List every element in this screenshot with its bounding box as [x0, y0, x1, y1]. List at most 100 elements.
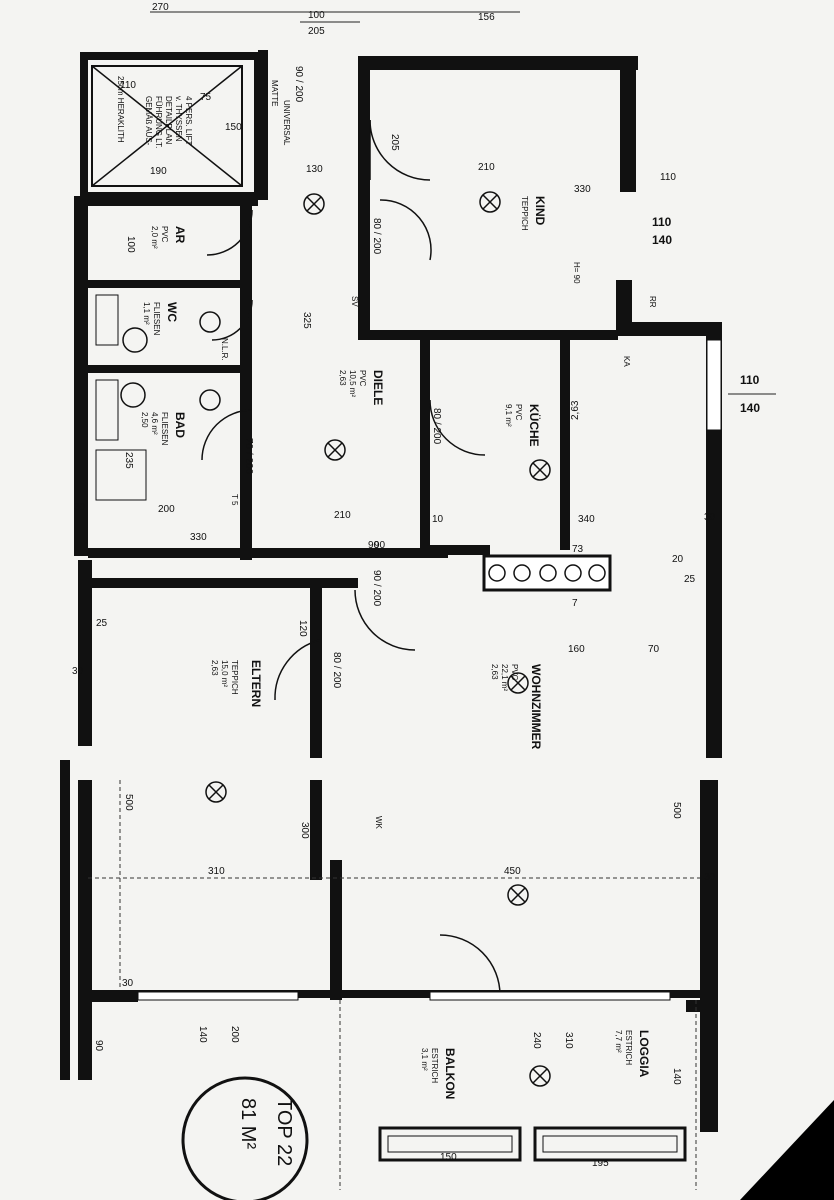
door-label-3: 80 / 200 — [431, 408, 442, 445]
side-dim-110: 110 — [740, 373, 760, 387]
room-wohnzimmer-h: 2,63 — [490, 664, 499, 680]
room-bad-name: BAD — [173, 412, 187, 438]
balkon-dim-140: 140 — [197, 1026, 208, 1043]
shaft-dim-110: 110 — [120, 80, 136, 91]
shaft-note-2: GEMÄß AUS- — [144, 96, 153, 146]
misc-dim-30d: 30 — [704, 512, 716, 523]
wohn-dim-500: 500 — [671, 802, 682, 819]
unit-badge-area: 81 M² — [237, 1098, 259, 1149]
shaft-note-1: 25cm HERAKLITH — [116, 76, 125, 143]
exterior-walls — [74, 56, 722, 1132]
room-wc-area: 1,1 m² — [142, 302, 151, 325]
kind-dim-140: 140 — [652, 233, 672, 247]
label-ts: T 5 — [230, 494, 239, 506]
kuche-dim-340: 340 — [578, 514, 595, 525]
label-universal: UNIVERSAL — [282, 100, 291, 146]
room-wohnzimmer-floor: PVC — [510, 664, 519, 681]
balkon-dim-195: 195 — [592, 1158, 609, 1169]
label-wk: WK — [374, 816, 383, 830]
misc-dim-90: 90 — [374, 540, 386, 551]
shaft-dim-75: 75 — [200, 92, 212, 103]
room-wc-name: WC — [165, 302, 179, 322]
sanitary — [95, 294, 221, 501]
kind-dim-110b: 110 — [652, 215, 672, 229]
room-bad-area: 4,6 m² — [150, 412, 159, 435]
room-kind-h: H= 90 — [572, 262, 581, 284]
room-bad: BAD FLIESEN 4,6 m² 2,50 — [140, 412, 187, 446]
shaft-dim-190: 190 — [150, 166, 167, 177]
left-exterior-bottom — [60, 760, 70, 1080]
room-eltern: ELTERN TEPPICH 15,0 m² 2,63 — [210, 660, 263, 707]
eltern-dim-300: 300 — [299, 822, 310, 839]
balkon-dim-200: 200 — [229, 1026, 240, 1043]
shaft-note-4: DETAILPLAN — [164, 96, 173, 145]
eltern-dim-310: 310 — [208, 866, 225, 877]
windows — [137, 339, 722, 1162]
top-dim-156: 156 — [478, 12, 495, 23]
room-kind-floor: TEPPICH — [520, 196, 529, 231]
bad-dim-330: 330 — [190, 532, 207, 543]
misc-dim-30e: 30 — [704, 872, 716, 883]
misc-dim-30c: 30 — [122, 978, 134, 989]
kind-dim-110: 110 — [660, 172, 676, 183]
top-dim-205: 205 — [308, 26, 325, 37]
loggia-dim-240: 240 — [531, 1032, 542, 1049]
door-label-5: 80 / 200 — [331, 652, 342, 689]
room-kind: KIND TEPPICH — [520, 196, 547, 231]
room-loggia: LOGGIA ESTRICH 7,7 m² — [614, 1030, 651, 1078]
misc-dim-30b: 30 — [72, 666, 84, 677]
room-diele-h: 2,63 — [338, 370, 347, 386]
top-dim-100: 100 — [308, 10, 325, 21]
kuche-dim-10: 10 — [432, 514, 444, 525]
kind-dim-210: 210 — [478, 162, 495, 173]
room-eltern-area: 15,0 m² — [220, 660, 229, 687]
room-diele-name: DIELE — [371, 370, 385, 405]
room-kuche-h: 2,63 — [570, 400, 581, 420]
door-label-6: 90 — [368, 540, 380, 551]
label-ka: KA — [622, 356, 631, 367]
dashed-lines — [88, 780, 700, 1190]
kuche-dim-25: 25 — [684, 574, 696, 585]
diele-dim-130: 130 — [306, 164, 323, 175]
ceiling-lights — [205, 191, 551, 1087]
room-loggia-floor: ESTRICH — [624, 1030, 633, 1065]
top-dimensions: 270 100 205 156 — [150, 2, 520, 37]
kind-dim-330: 330 — [574, 184, 591, 195]
room-bad-floor: FLIESEN — [160, 412, 169, 446]
room-eltern-name: ELTERN — [249, 660, 263, 707]
room-loggia-area: 7,7 m² — [614, 1030, 623, 1053]
unit-badge: TOP 22 81 M² — [181, 1076, 309, 1200]
room-bad-h: 2,50 — [140, 412, 149, 428]
room-ar-name: AR — [173, 226, 187, 244]
door-label-7: 90 / 200 — [371, 570, 382, 607]
bad-dim-235: 235 — [123, 452, 134, 469]
kind-dim-205: 205 — [389, 134, 400, 151]
wohn-dim-450: 450 — [504, 866, 521, 877]
room-diele-area: 10,5 m² — [348, 370, 357, 397]
kuche-dim-73: 73 — [572, 544, 584, 555]
door-swings — [201, 119, 501, 996]
room-eltern-floor: TEPPICH — [230, 660, 239, 695]
door-label-1: 90 / 200 — [293, 66, 304, 103]
room-diele-floor: PVC — [358, 370, 367, 387]
stove — [482, 554, 612, 592]
room-balkon: BALKON ESTRICH 3,1 m² — [420, 1048, 457, 1099]
label-rr: RR — [648, 296, 657, 308]
room-ar-area: 2,0 m² — [150, 226, 159, 249]
scan-gap — [0, 758, 834, 778]
wohn-dim-160: 160 — [568, 644, 585, 655]
room-wohnzimmer-area: 22,1 m² — [500, 664, 509, 691]
bad-dim-200: 200 — [158, 504, 175, 515]
room-balkon-name: BALKON — [443, 1048, 457, 1099]
kuche-dim-7: 7 — [572, 598, 578, 609]
door-label-2: 80 / 200 — [371, 218, 382, 255]
room-loggia-name: LOGGIA — [637, 1030, 651, 1078]
loggia-dim-310: 310 — [563, 1032, 574, 1049]
room-wohnzimmer: WOHNZIMMER PVC 22,1 m² 2,63 — [490, 664, 543, 750]
unit-badge-top: TOP 22 — [273, 1098, 295, 1166]
loggia-dim-140: 140 — [671, 1068, 682, 1085]
label-nlr: N.L.R. — [220, 338, 229, 361]
eltern-dim-120: 120 — [297, 620, 308, 637]
interior-walls — [88, 56, 702, 1000]
